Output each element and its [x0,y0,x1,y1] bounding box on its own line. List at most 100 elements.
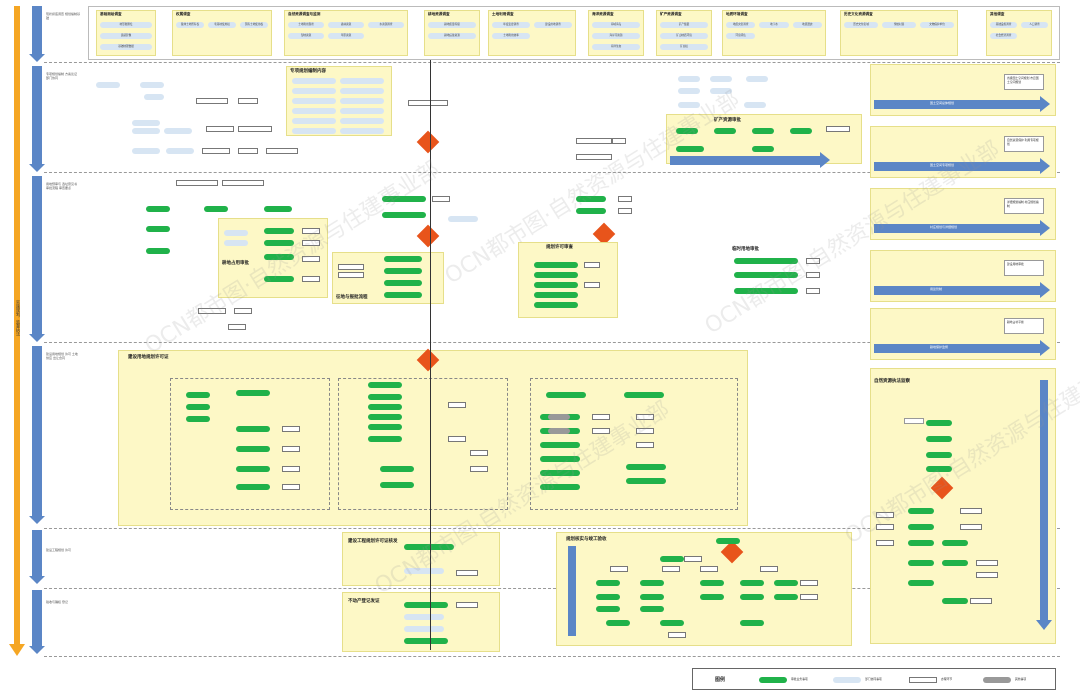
supply-step [626,478,666,484]
supply-box [282,484,300,490]
farm-node [224,240,248,246]
supervise-node [908,540,934,546]
supply-step [236,446,270,452]
land-step [146,226,170,232]
supervise-arrow-head [1036,620,1052,630]
build-node [404,568,444,574]
acceptance-node [596,580,620,586]
subprocess-frame [170,378,330,510]
acceptance-node [774,594,798,600]
supply-step [540,442,580,448]
plan-item [292,78,336,84]
acceptance-node [774,580,798,586]
right-lane-note: 建设用地审批 [1004,260,1044,276]
land-step [204,206,228,212]
mineral-node [744,102,766,108]
legend-other-swatch [983,677,1011,683]
survey-item: 地下水 [759,22,789,28]
lane-arrow-1 [32,6,42,54]
acq-step [382,196,426,202]
cert-box [456,602,478,608]
survey-item: 基础地理数据 [100,44,152,50]
flow-box [576,138,612,144]
supply-step [368,404,402,410]
supply-box [448,436,466,442]
flow-box [612,138,626,144]
right-lane-label: 村庄规划与详细规划 [930,225,958,229]
stage-note: 用地预审与 选址意见书 审批流程 审查要点 [46,182,77,190]
acceptance-node [716,538,740,544]
survey-item: 地质遗迹 [792,22,822,28]
right-lane-label: 用途管制 [930,287,943,291]
reg-step [534,282,578,288]
legend-dept-label: 部门协同事项 [865,677,882,681]
supply-box [592,428,610,434]
supply-step [368,436,402,442]
supply-step [186,416,210,422]
lane-head-1 [29,54,45,62]
rural-step [734,288,798,294]
lane-arrow-2 [32,66,42,164]
acceptance-node [640,580,664,586]
survey-item: 建设用地调查 [534,22,572,28]
supply-step [380,482,414,488]
right-lane-bar [874,224,1040,233]
acq-step [384,268,422,274]
reg-step [576,208,606,214]
acq-step [382,212,426,218]
survey-item: 地形图测绘 [100,22,152,28]
stage-note: 建设用地规划 许可 土地供应 出让合同 [46,352,78,360]
survey-item: 基础设施调查 [990,22,1017,28]
land-step [146,248,170,254]
survey-item: 矿山地质环境 [660,33,708,39]
farm-step [264,276,294,282]
acceptance-node [640,606,664,612]
stage-note: 专项规划编制 方案论证 部门协同 [46,72,77,80]
mineral-step [676,146,704,152]
survey-title: 地质环境调查 [726,12,748,16]
survey-item: 宅基地使用权 [208,22,236,28]
cert-node [404,626,444,632]
plan-item [292,108,336,114]
right-lane-label: 耕地保护监督 [930,345,949,349]
supply-step [540,484,580,490]
mineral-box-out [826,126,850,132]
mineral-node [678,102,700,108]
plan-item [340,108,384,114]
survey-item: 海岸带资源 [592,33,640,39]
acceptance-arrow [568,546,576,636]
plan-item [340,128,384,134]
flow-node [132,128,160,134]
survey-item: 耕地质量等级 [428,22,476,28]
acceptance-node [596,594,620,600]
supervise-node [926,466,952,472]
right-lane-head [1040,340,1050,356]
acq-box [432,196,450,202]
plan-item [340,88,384,94]
land-step [146,206,170,212]
legend: 图例 审批业务事项 部门协同事项 办理环节 其他事项 [692,668,1056,690]
plan-item [292,88,336,94]
supply-step [236,426,270,432]
survey-item: 国有土地使用权 [240,22,268,28]
flow-node [166,148,194,154]
reg-step [576,196,606,202]
right-lane-head [1040,96,1050,112]
supply-box [636,414,654,420]
supervise-node [960,524,982,530]
supervise-node [942,540,968,546]
band-divider [44,62,1060,63]
farm-step [264,254,294,260]
survey-item: 集体土地所有权 [176,22,204,28]
right-lane-note: 自然资源保护 利用专项规划 [1004,136,1044,152]
flow-box [238,98,258,104]
right-lane-head [1040,282,1050,298]
timeline-arrow [14,6,20,646]
survey-title: 矿产资源调查 [660,12,682,16]
flow-node [132,120,160,126]
cert-step [404,638,448,644]
supervise-node [876,512,894,518]
right-lane-label: 国土空间专项规划 [930,163,955,167]
flow-box [196,98,228,104]
lane-head-2 [29,164,45,172]
